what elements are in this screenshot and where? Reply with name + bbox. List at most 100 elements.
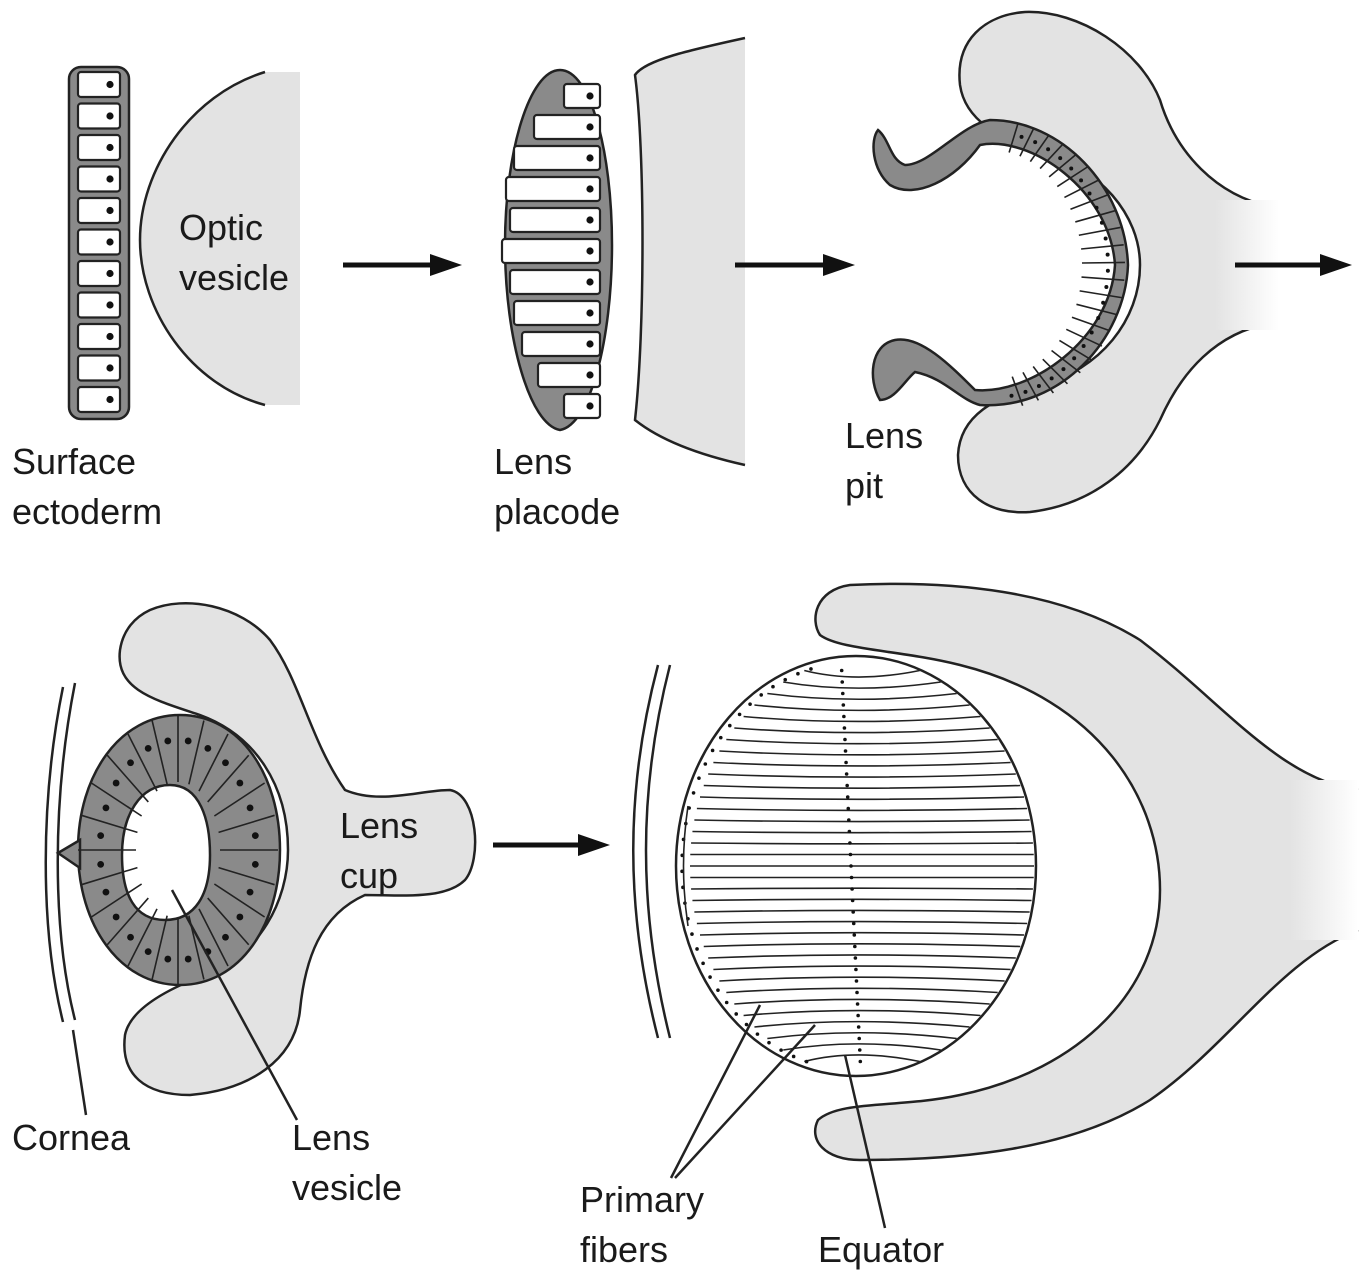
epithelium-nucleus	[701, 962, 705, 966]
fiber-nucleus	[843, 738, 847, 742]
fiber-nucleus	[849, 853, 853, 857]
epithelium-nucleus	[734, 1012, 738, 1016]
cell-nucleus	[106, 81, 113, 88]
cell-nucleus	[1088, 192, 1092, 196]
fiber-nucleus	[842, 715, 846, 719]
epithelium-nucleus	[719, 736, 723, 740]
cell-nucleus	[113, 914, 120, 921]
cell-nucleus	[106, 207, 113, 214]
cell-nucleus	[106, 112, 113, 119]
fiber-nucleus	[844, 749, 848, 753]
label-lens-pit-line1: Lens	[845, 415, 923, 456]
fiber-nucleus	[854, 968, 858, 972]
epithelium-nucleus	[690, 932, 694, 936]
cell-nucleus	[97, 861, 104, 868]
epithelium-nucleus	[708, 975, 712, 979]
label-lens-placode-line2: placode	[494, 491, 620, 532]
cell-nucleus	[97, 832, 104, 839]
label-lens-vesicle-line1: Lens	[292, 1117, 370, 1158]
placode-cell	[564, 394, 600, 418]
epithelium-nucleus	[783, 678, 787, 682]
epithelium-nucleus	[728, 724, 732, 728]
cell-nucleus	[127, 759, 134, 766]
epithelium-nucleus	[711, 749, 715, 753]
cell-nucleus	[1023, 390, 1027, 394]
cell-nucleus	[586, 185, 593, 192]
cell-nucleus	[586, 123, 593, 130]
cell-nucleus	[586, 216, 593, 223]
label-primary-fibers-line2: fibers	[580, 1229, 668, 1270]
cell-nucleus	[1096, 316, 1100, 320]
cell-nucleus	[586, 247, 593, 254]
cell-nucleus	[1100, 221, 1104, 225]
cell-nucleus	[164, 956, 171, 963]
cell-nucleus	[204, 745, 211, 752]
ectoderm-cell	[78, 293, 120, 318]
cell-nucleus	[236, 914, 243, 921]
fiber-nucleus	[850, 876, 854, 880]
fiber-nucleus	[856, 1014, 860, 1018]
epithelium-nucleus	[695, 947, 699, 951]
cell-nucleus	[252, 861, 259, 868]
cell-nucleus	[113, 780, 120, 787]
epithelium-nucleus	[704, 762, 708, 766]
cell-nucleus	[145, 745, 152, 752]
fiber-nucleus	[846, 807, 850, 811]
epithelium-nucleus	[756, 1032, 760, 1036]
fiber-nucleus	[847, 818, 851, 822]
placode-cell	[564, 84, 600, 108]
cell-nucleus	[145, 948, 152, 955]
epithelium-nucleus	[792, 1055, 796, 1059]
cell-nucleus	[106, 270, 113, 277]
epithelium-nucleus	[759, 693, 763, 697]
cell-nucleus	[1101, 301, 1105, 305]
cell-nucleus	[1050, 376, 1054, 380]
cell-nucleus	[185, 738, 192, 745]
fiber-nucleus	[853, 945, 857, 949]
label-equator: Equator	[818, 1229, 944, 1270]
lens-vesicle-cells	[78, 716, 278, 984]
cell-nucleus	[1104, 236, 1108, 240]
epithelium-nucleus	[692, 791, 696, 795]
epithelium-nucleus	[697, 776, 701, 780]
stage-primary-fibers	[633, 584, 1358, 1228]
fiber-nucleus	[845, 772, 849, 776]
optic-vesicle-flattened	[635, 38, 745, 465]
fiber-nucleus	[848, 830, 852, 834]
cell-nucleus	[185, 956, 192, 963]
cell-nucleus	[1082, 344, 1086, 348]
cell-nucleus	[106, 396, 113, 403]
cell-nucleus	[106, 144, 113, 151]
arrow-2	[735, 254, 855, 276]
optic-cup-stage4	[120, 603, 476, 1095]
label-primary-fibers-line1: Primary	[580, 1179, 704, 1220]
cell-nucleus	[586, 402, 593, 409]
cell-nucleus	[586, 371, 593, 378]
epithelium-nucleus	[748, 702, 752, 706]
cell-nucleus	[1095, 206, 1099, 210]
epithelium-nucleus	[805, 1060, 809, 1064]
fiber-nucleus	[843, 726, 847, 730]
cell-nucleus	[106, 333, 113, 340]
ectoderm-cell	[78, 324, 120, 349]
epithelium-nucleus	[745, 1023, 749, 1027]
epithelium-nucleus	[767, 1041, 771, 1045]
cell-nucleus	[164, 738, 171, 745]
primary-fiber	[691, 843, 1033, 844]
arrow-1	[343, 254, 462, 276]
label-lens-placode-line1: Lens	[494, 441, 572, 482]
fiber-nucleus	[851, 910, 855, 914]
cell-nucleus	[586, 340, 593, 347]
label-cornea: Cornea	[12, 1117, 131, 1158]
cell-nucleus	[1106, 253, 1110, 257]
cell-nucleus	[1104, 285, 1108, 289]
fiber-nucleus	[840, 669, 844, 673]
cell-nucleus	[1046, 147, 1050, 151]
placode-cell	[502, 239, 600, 263]
fiber-nucleus	[859, 1060, 863, 1064]
fiber-nucleus	[856, 1002, 860, 1006]
fiber-nucleus	[854, 956, 858, 960]
label-optic-vesicle-line1: Optic	[179, 207, 263, 248]
ectoderm-cell	[78, 230, 120, 255]
fiber-nucleus	[840, 680, 844, 684]
